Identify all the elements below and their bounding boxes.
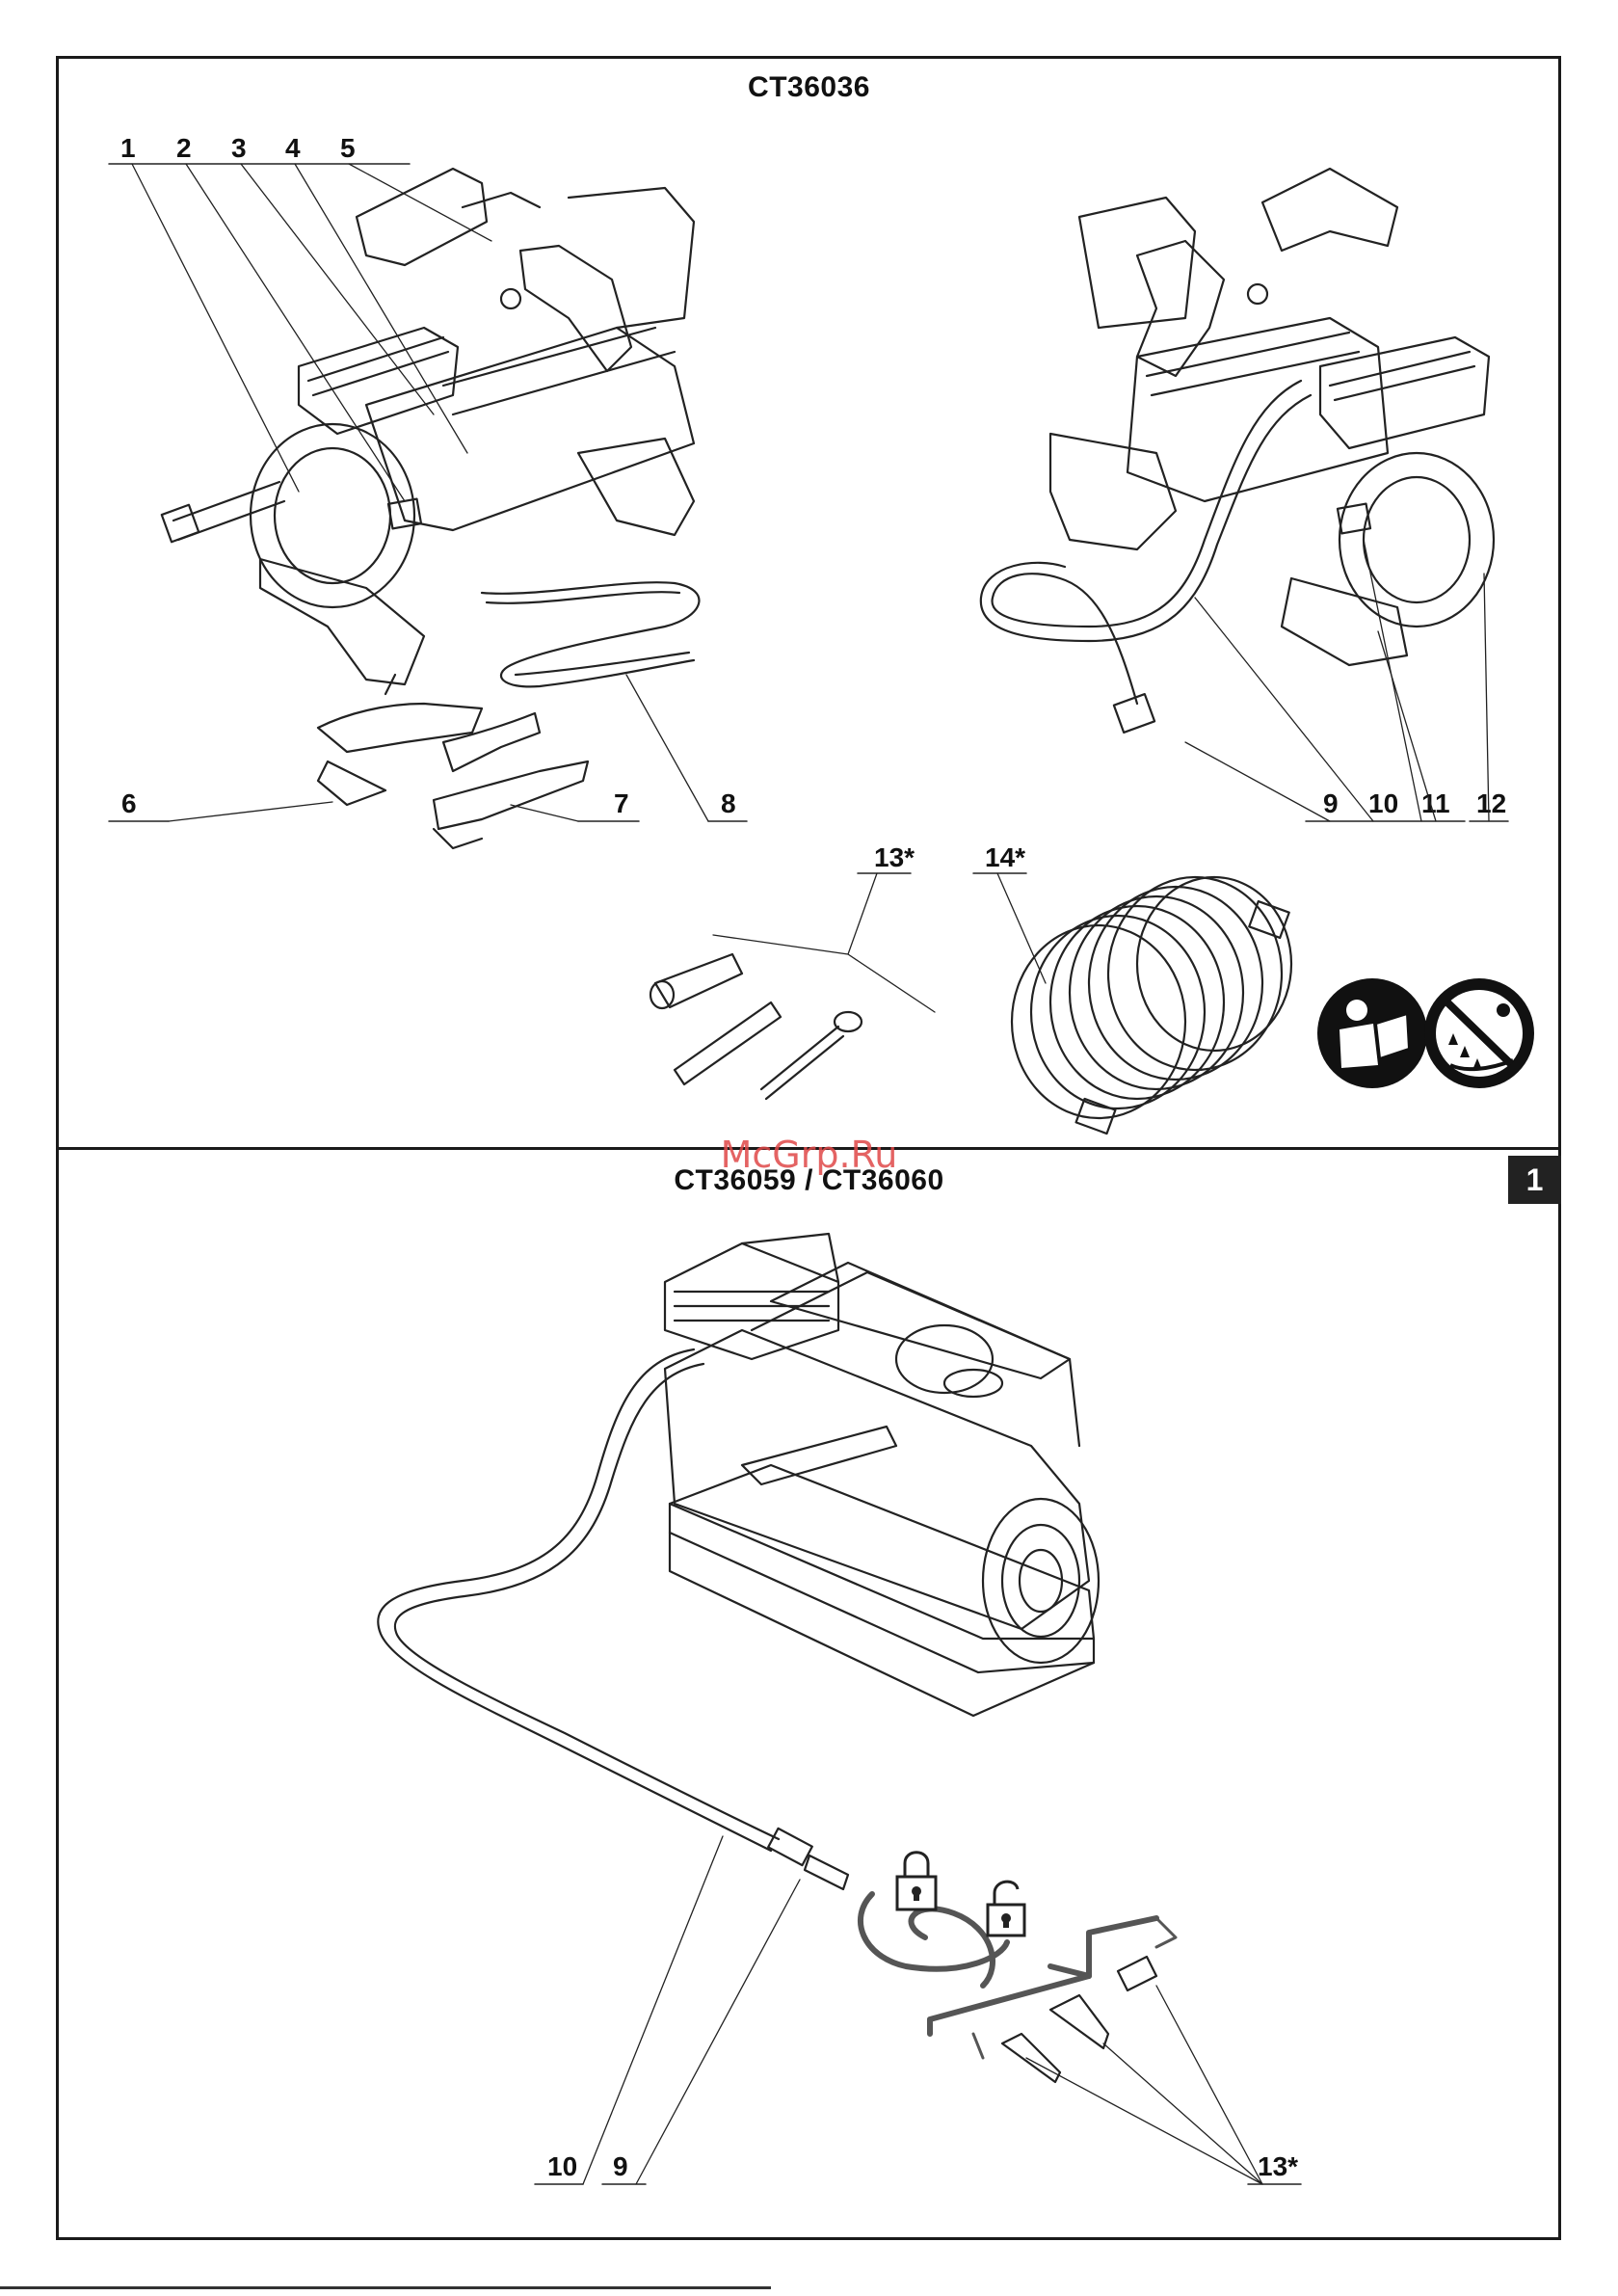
unlock-icon <box>988 1882 1024 1936</box>
no-frost-rain-icon <box>1424 978 1534 1088</box>
footer-rule <box>0 2286 771 2289</box>
compressor-front-drawing <box>109 164 747 848</box>
lock-icon <box>897 1853 936 1909</box>
accessories-top-drawing <box>650 873 1291 1134</box>
compressor-ct36059-drawing <box>378 1234 1301 2184</box>
compressor-rear-drawing <box>981 169 1508 821</box>
read-manual-icon <box>1317 978 1427 1088</box>
